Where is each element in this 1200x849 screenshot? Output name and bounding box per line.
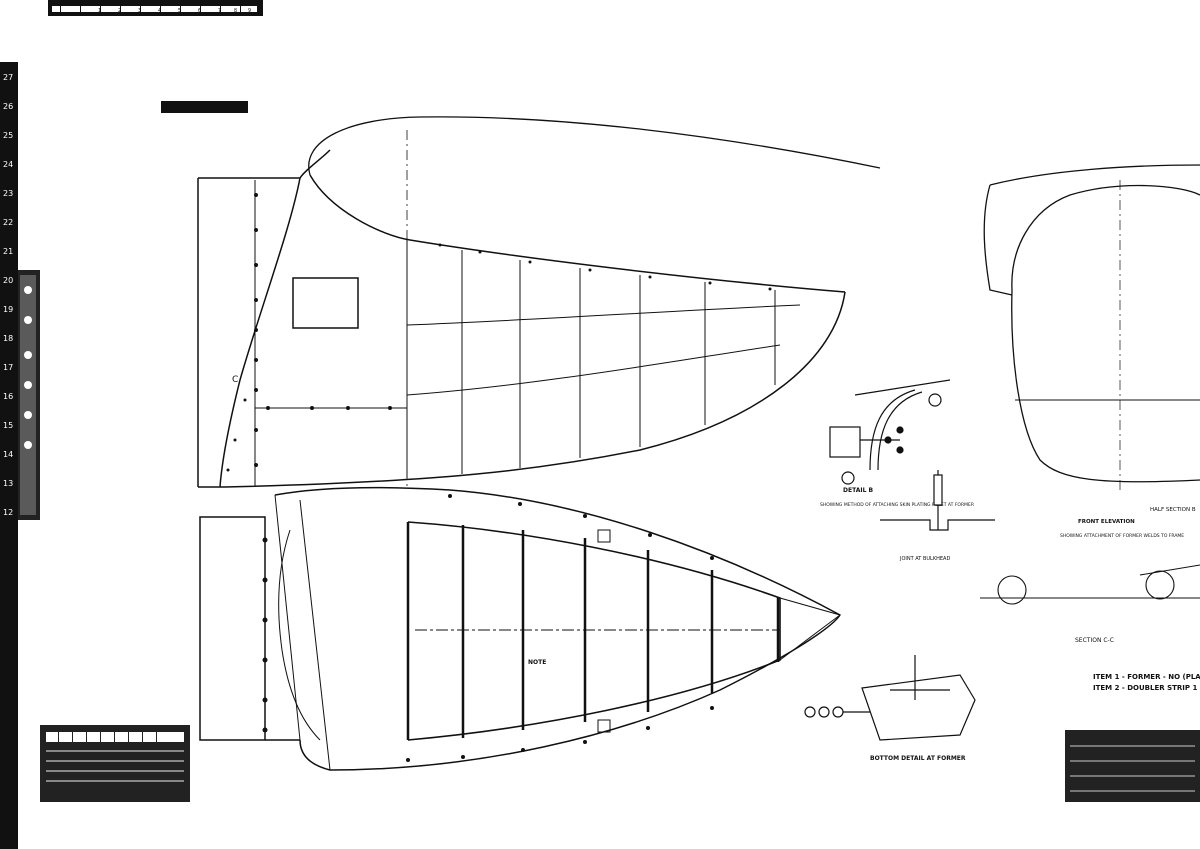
left-ruler-num: 24 [3,160,13,169]
top-ruler-num: 2 [118,8,121,14]
title-block-left [40,725,190,802]
title-block-right [1065,730,1200,802]
half-section-label: HALF SECTION B [1150,507,1196,513]
left-ruler-num: 25 [3,131,13,140]
tag-box [597,529,611,543]
detail-b-title: DETAIL B [843,487,873,494]
left-ruler-num: 26 [3,102,13,111]
top-view [197,116,881,490]
bottom-view-rivets [262,494,714,762]
top-ruler-num: 7 [218,8,221,14]
top-ruler-num: 9 [248,8,251,14]
detail-b [829,379,951,485]
item-2-label: ITEM 2 - DOUBLER STRIP 1 OF [1093,684,1200,692]
left-ruler-num: 16 [3,392,13,401]
detail-c-label: C [232,375,238,385]
left-ruler-num: 13 [3,479,13,488]
left-ruler-num: 27 [3,73,13,82]
joint-bulkhead-label: JOINT AT BULKHEAD [899,556,950,562]
left-ruler-num: 22 [3,218,13,227]
joint-bulkhead [880,470,995,531]
left-ruler-num: 17 [3,363,13,372]
tag-box [597,719,611,733]
top-ruler-num: 1 [98,8,101,14]
title-tag [161,101,248,113]
top-ruler-num: 4 [158,8,161,14]
left-ruler-num: 14 [3,450,13,459]
section-cc-label: SECTION C-C [1075,637,1114,644]
item-1-label: ITEM 1 - FORMER - NO (PLAT [1093,673,1200,681]
front-elevation [983,164,1200,490]
left-ruler-num: 23 [3,189,13,198]
front-elevation-title: FRONT ELEVATION [1078,519,1135,525]
bottom-view [199,486,842,771]
top-ruler-num: 8 [234,8,237,14]
left-ruler-num: 19 [3,305,13,314]
left-ruler-num: 20 [3,276,13,285]
bottom-detail-label: BOTTOM DETAIL AT FORMER [870,755,966,762]
top-ruler-num: 6 [198,8,201,14]
front-elevation-note: SHOWING ATTACHMENT OF FORMER WELDS TO FR… [1060,533,1184,539]
top-ruler-num: 3 [138,8,141,14]
top-view-rivets [226,193,772,472]
section-cc [980,564,1200,605]
top-ruler: 1 2 3 4 5 6 7 8 9 [48,0,263,16]
left-ruler-num: 18 [3,334,13,343]
note-label: NOTE [528,659,546,666]
left-ruler-num: 12 [3,508,13,517]
left-ruler-num: 21 [3,247,13,256]
bottom-detail-former [804,655,976,741]
detail-b-note: SHOWING METHOD OF ATTACHING SKIN PLATING… [820,502,974,508]
left-ruler: 27 26 25 24 23 22 21 20 19 18 17 16 15 1… [0,62,40,849]
top-ruler-num: 5 [178,8,181,14]
left-ruler-num: 15 [3,421,13,430]
